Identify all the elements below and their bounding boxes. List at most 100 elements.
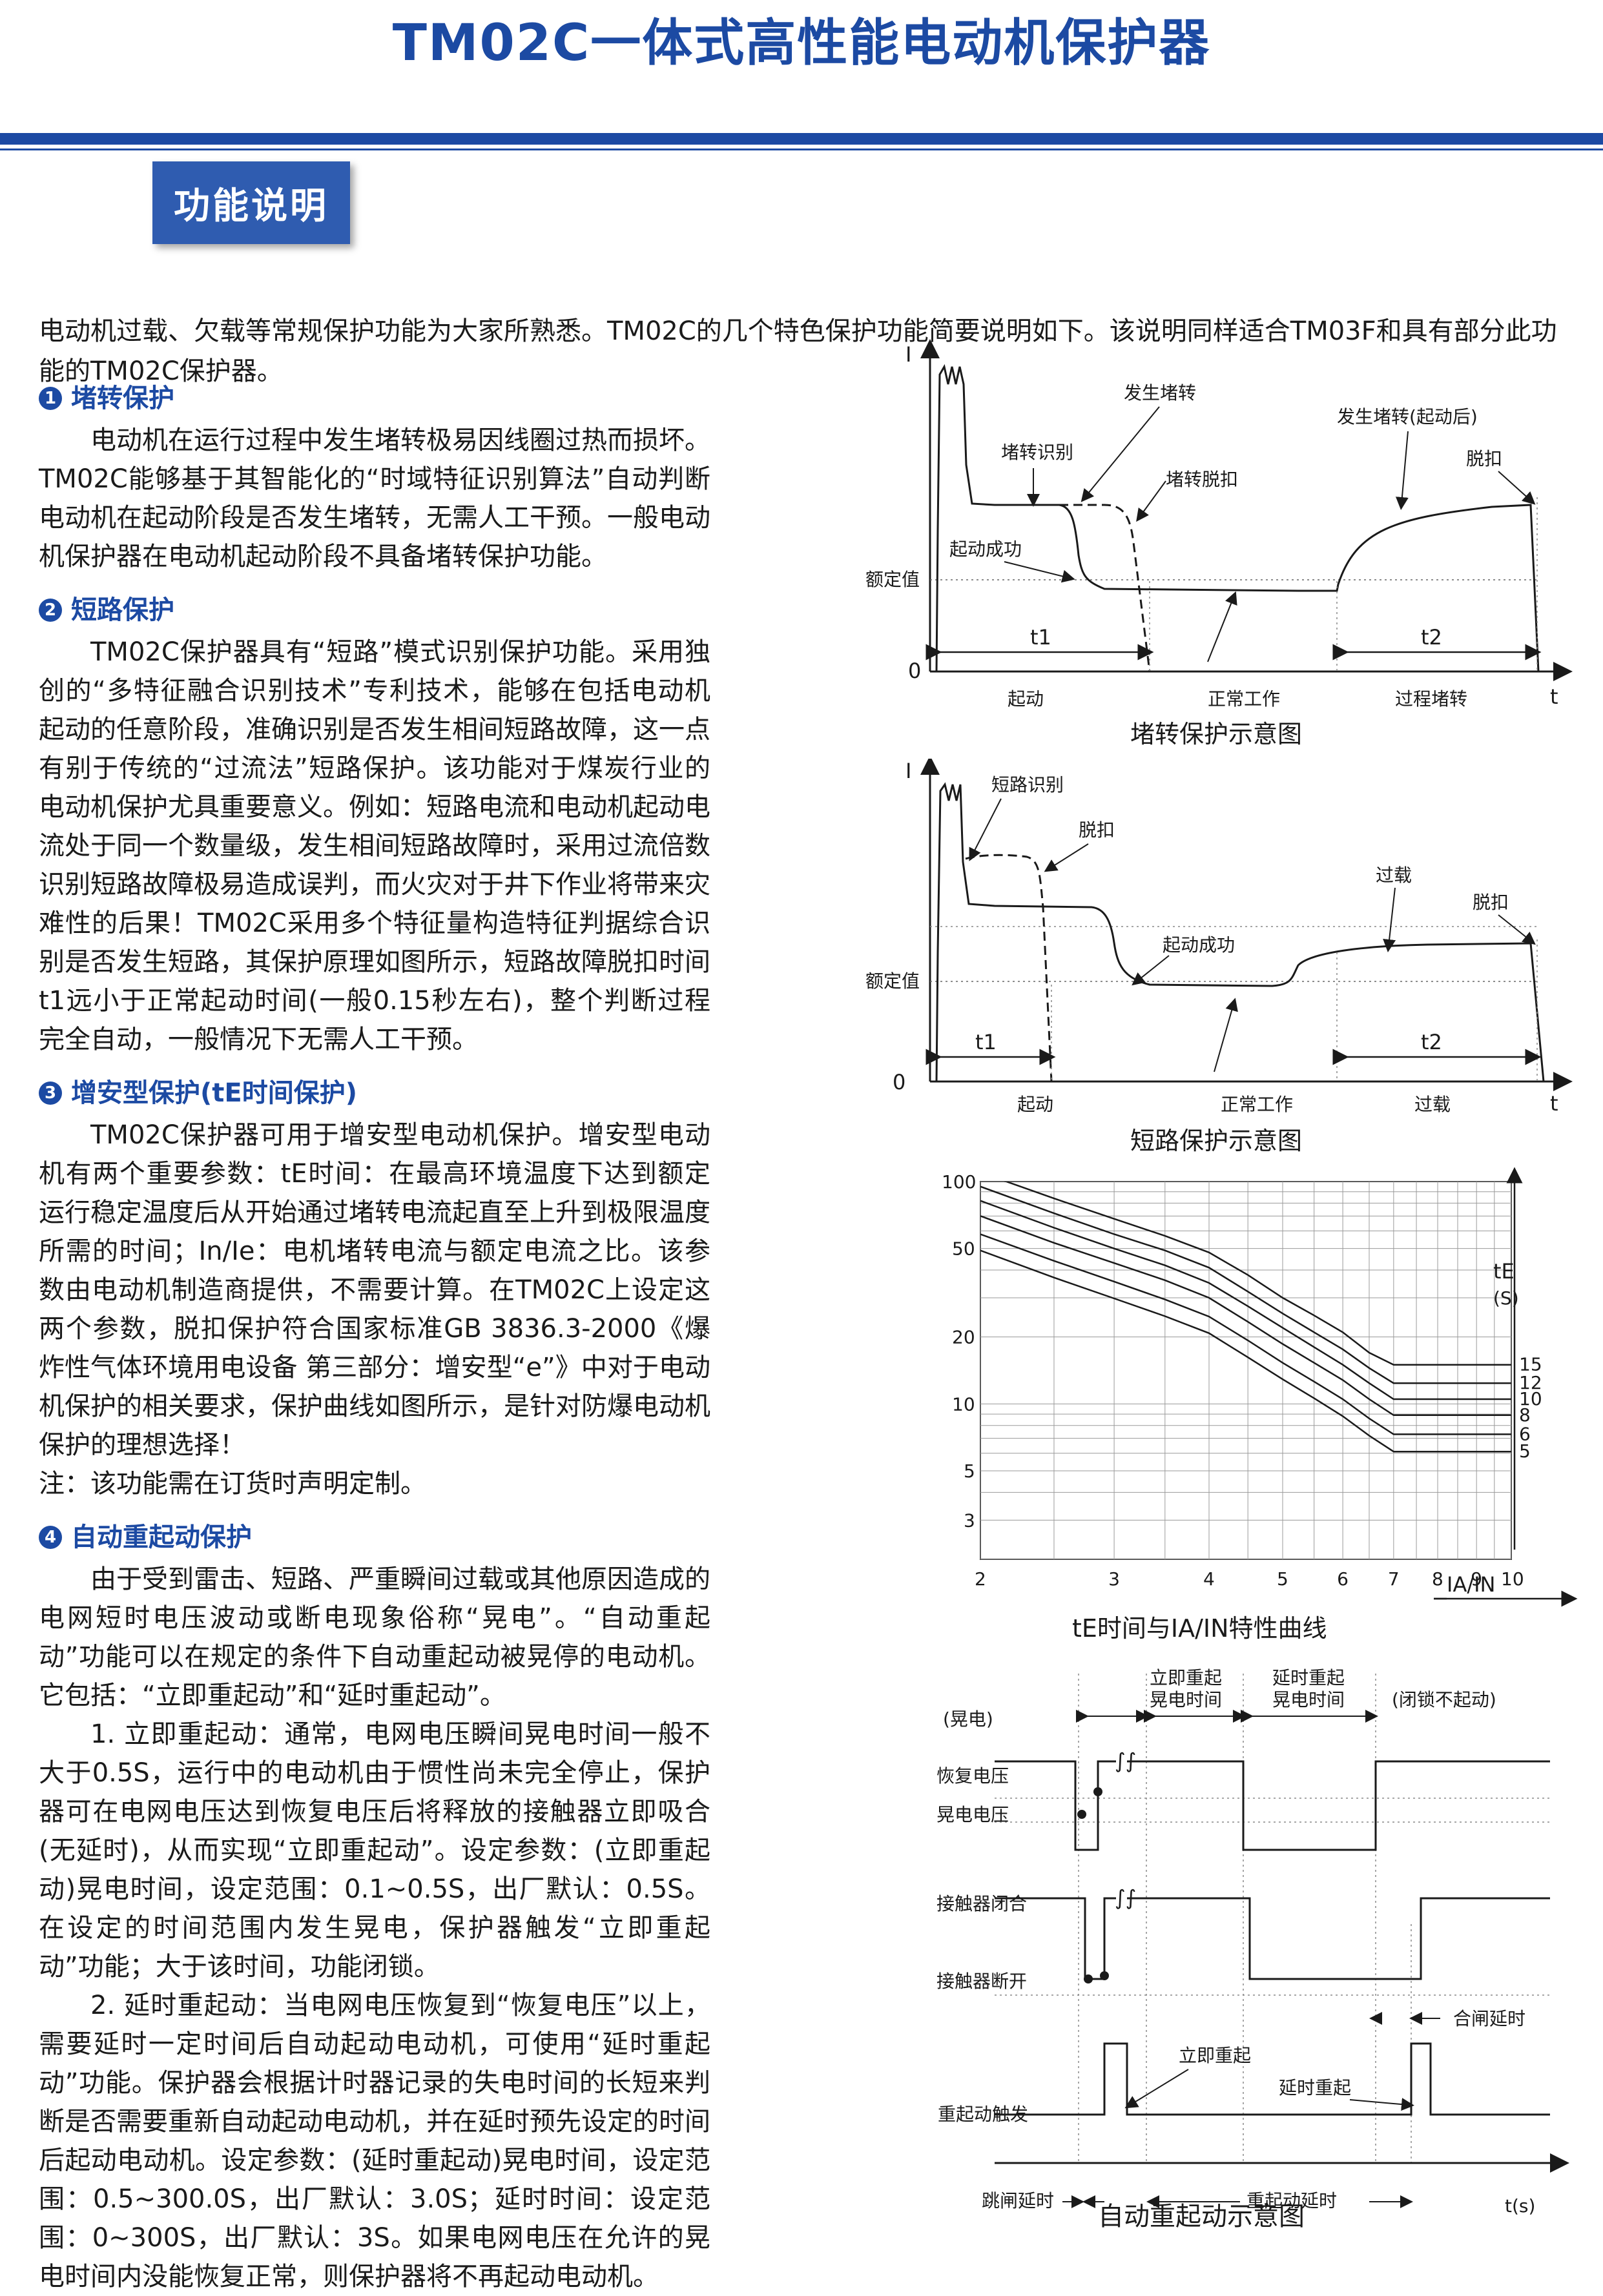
phase-label: 过程堵转 (1395, 688, 1467, 710)
section-title: 堵转保护 (71, 384, 174, 413)
pointer-line (1004, 561, 1075, 583)
short-protection-figure: I 0 t 额定值 t1 t2 短路识别 脱扣 起动成功 过载 脱扣 起动 正常… (846, 759, 1576, 1165)
page-title: TM02C一体式高性能电动机保护器 (392, 14, 1211, 72)
section-number-icon: 4 (39, 1526, 62, 1549)
pointer-line (1136, 480, 1166, 522)
y-axis-unit: (S) (1493, 1287, 1519, 1309)
text-column: 1 堵转保护 电动机在运行过程中发生堵转极易因线圈过热而损坏。TM02C能够基于… (39, 372, 710, 2296)
figure-caption: tE时间与IA/IN特性曲线 (1072, 1614, 1327, 1640)
series-label: 10 (1519, 1388, 1542, 1409)
section-paragraph: 由于受到雷击、短路、严重瞬间过载或其他原因造成的电网短时电压波动或断电现象俗称“… (39, 1564, 710, 1710)
x-tick-label: 3 (1108, 1568, 1120, 1590)
label-imm-restart-dip: 立即重起 (1150, 1667, 1222, 1688)
trigger-dot (1093, 1787, 1102, 1796)
series-line-12 (980, 1185, 1511, 1384)
x-tick-label: 2 (975, 1568, 986, 1590)
y-axis-label: I (905, 342, 911, 367)
series-label: 6 (1519, 1423, 1531, 1444)
current-curve (935, 364, 1540, 672)
x-axis-label: t (1550, 684, 1558, 709)
chart-grid (980, 1181, 1512, 1560)
series-label: 12 (1519, 1372, 1542, 1393)
label-start-success: 起动成功 (949, 538, 1022, 560)
y-tick-label: 3 (964, 1510, 975, 1531)
stall-protection-figure: I 0 t 额定值 t1 t2 发生堵转 堵转识别 堵转脱扣 起动成功 发生堵转… (846, 336, 1576, 762)
pointer-line (1214, 998, 1238, 1072)
section-heading-te: 3 增安型保护(tE时间保护) (39, 1073, 710, 1113)
phase-label: 过载 (1414, 1094, 1451, 1115)
contactor-waveform-2 (1127, 1897, 1550, 1980)
label-time-unit: t(s) (1505, 2195, 1535, 2217)
short-protection-diagram: I 0 t 额定值 t1 t2 短路识别 脱扣 起动成功 过载 脱扣 起动 正常… (865, 759, 1573, 1155)
label-delay-restart-dip2: 晃电时间 (1272, 1689, 1345, 1710)
x-tick-label: 7 (1388, 1568, 1400, 1590)
section-number-icon: 1 (39, 387, 62, 410)
section-number-icon: 2 (39, 599, 62, 622)
label-delay-restart-dip: 延时重起 (1272, 1667, 1345, 1688)
label-short-detect: 短路识别 (991, 774, 1064, 795)
restart-timing-diagram: 立即重起 晃电时间 延时重起 晃电时间 (闭锁不起动) (晃电) 恢复电压 晃电… (936, 1667, 1569, 2217)
section-title: 自动重起动保护 (71, 1522, 252, 1552)
pointer-line (1395, 431, 1409, 510)
pointer-line (1498, 914, 1536, 945)
label-contactor-close: 接触器闭合 (936, 1893, 1027, 1914)
series-line-8 (980, 1215, 1511, 1417)
current-curve (935, 782, 1545, 1082)
x-tick-label: 10 (1501, 1568, 1524, 1590)
label-trip2: 脱扣 (1473, 892, 1509, 913)
series-line-5 (980, 1249, 1511, 1453)
section-paragraph: 1. 立即重起动：通常，电网电压瞬间晃电时间一般不大于0.5S，运行中的电动机由… (39, 1719, 710, 1982)
phase-label: 正常工作 (1221, 1094, 1293, 1115)
phase-label: 正常工作 (1208, 688, 1280, 710)
pointer-line (1124, 2069, 1189, 2109)
pointer-line (1044, 843, 1089, 872)
series-line-10 (980, 1200, 1511, 1400)
label-overload: 过载 (1376, 865, 1412, 886)
pointer-line (1081, 406, 1160, 502)
x-tick-label: 5 (1277, 1568, 1288, 1590)
label-contactor-open: 接触器断开 (936, 1971, 1027, 1992)
label-delay-restart: 延时重起 (1279, 2077, 1351, 2098)
x-axis-label: t (1550, 1091, 1558, 1116)
section-number-icon: 3 (39, 1081, 62, 1105)
label-close-delay: 合闸延时 (1453, 2008, 1525, 2029)
label-start-success: 起动成功 (1163, 934, 1235, 956)
y-tick-label: 100 (942, 1171, 976, 1193)
y-tick-label: 10 (952, 1393, 975, 1415)
break-mark-icon: ∫∫ (1115, 1748, 1136, 1773)
label-stall-trip: 堵转脱扣 (1166, 469, 1238, 490)
chart-series (980, 1182, 1511, 1453)
section-heading-stall: 1 堵转保护 (39, 378, 710, 418)
section-paragraph: TM02C保护器可用于增安型电动机保护。增安型电动机有两个重要参数：tE时间：在… (39, 1120, 710, 1460)
label-recover-voltage: 恢复电压 (936, 1765, 1009, 1787)
series-label: 15 (1519, 1354, 1542, 1375)
figure-caption: 短路保护示意图 (1130, 1127, 1302, 1155)
y-tick-label: 5 (964, 1461, 975, 1482)
y-tick-label: 20 (952, 1327, 975, 1348)
pointer-line (969, 798, 1002, 861)
label-trip: 脱扣 (1079, 819, 1115, 841)
trigger-dot (1100, 1971, 1109, 1980)
pointer-line (1207, 591, 1237, 662)
label-dip-voltage: 晃电电压 (936, 1804, 1009, 1825)
label-locked: (闭锁不起动) (1392, 1689, 1496, 1710)
stall-trip-curve (1059, 504, 1151, 672)
header-rule (0, 133, 1603, 145)
section-paragraph: 2. 延时重起动：当电网电压恢复到“恢复电压”以上，需要延时一定时间后自动起动电… (39, 1991, 710, 2291)
t1-label: t1 (975, 1030, 997, 1054)
x-tick-label: 4 (1203, 1568, 1215, 1590)
label-stall-occurs: 发生堵转 (1124, 382, 1196, 404)
phase-label: 起动 (1017, 1094, 1053, 1115)
y-axis-label: I (905, 759, 911, 783)
origin-label: 0 (893, 1070, 905, 1094)
x-axis-title: IA/IN (1447, 1572, 1495, 1597)
t2-label: t2 (1421, 1030, 1442, 1054)
label-voltage-dip: (晃电) (943, 1708, 993, 1730)
pointer-line (1383, 887, 1396, 952)
section-note: 注：该功能需在订货时声明定制。 (39, 1469, 426, 1499)
section-heading-short: 2 短路保护 (39, 590, 710, 630)
pointer-line (1132, 955, 1170, 986)
section-heading-restart: 4 自动重起动保护 (39, 1517, 710, 1557)
